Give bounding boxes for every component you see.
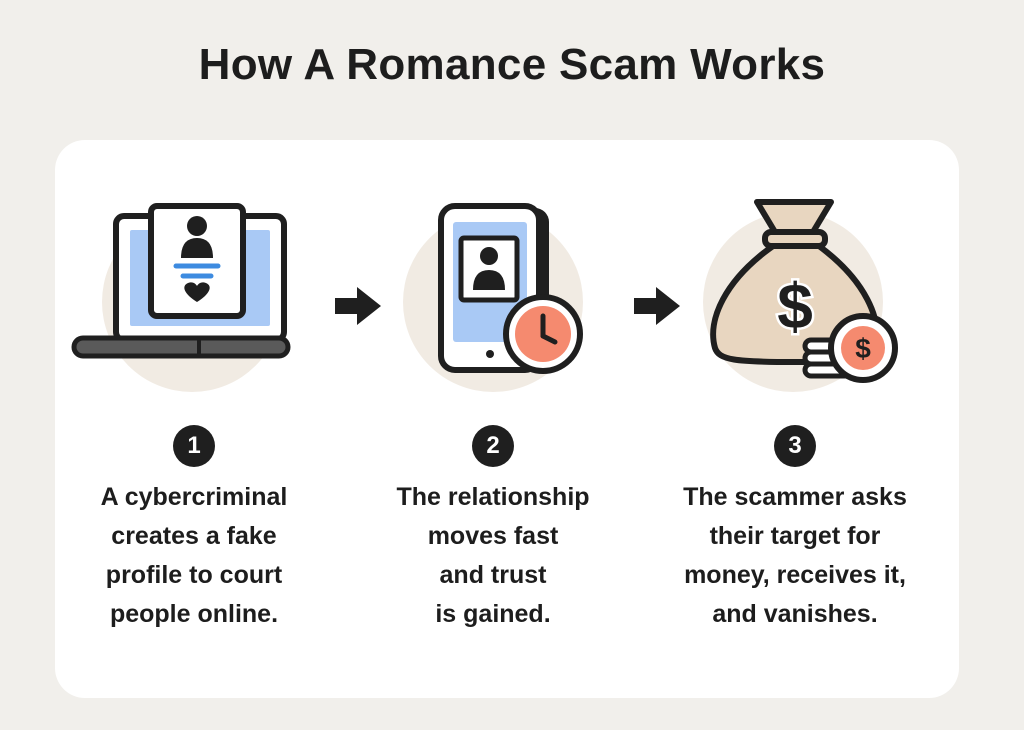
- arrow-right-icon: [634, 287, 680, 325]
- step-description: A cybercriminal creates a fake profile t…: [100, 483, 288, 628]
- step-number-badge: 3: [774, 425, 816, 467]
- step-1: 1 A cybercriminal creates a fake profile…: [44, 190, 344, 660]
- laptop-fake-profile-icon: [71, 203, 291, 392]
- step-description: The relationship moves fast and trust is…: [396, 483, 590, 628]
- money-bag-icon: $ $: [703, 199, 898, 392]
- step-number-badge: 2: [472, 425, 514, 467]
- step-2: 2 The relationship moves fast and trust …: [343, 190, 643, 660]
- step-description: The scammer asks their target for money,…: [683, 483, 907, 628]
- arrow-right-icon: [335, 287, 381, 325]
- dollar-sign-icon: $: [777, 270, 813, 342]
- phone-clock-icon: [403, 203, 583, 392]
- coin-dollar-icon: $: [855, 333, 871, 364]
- step-number-badge: 1: [173, 425, 215, 467]
- page-title: How A Romance Scam Works: [198, 40, 826, 89]
- step-3: $ $ 3 The scammer asks their target for …: [645, 190, 945, 660]
